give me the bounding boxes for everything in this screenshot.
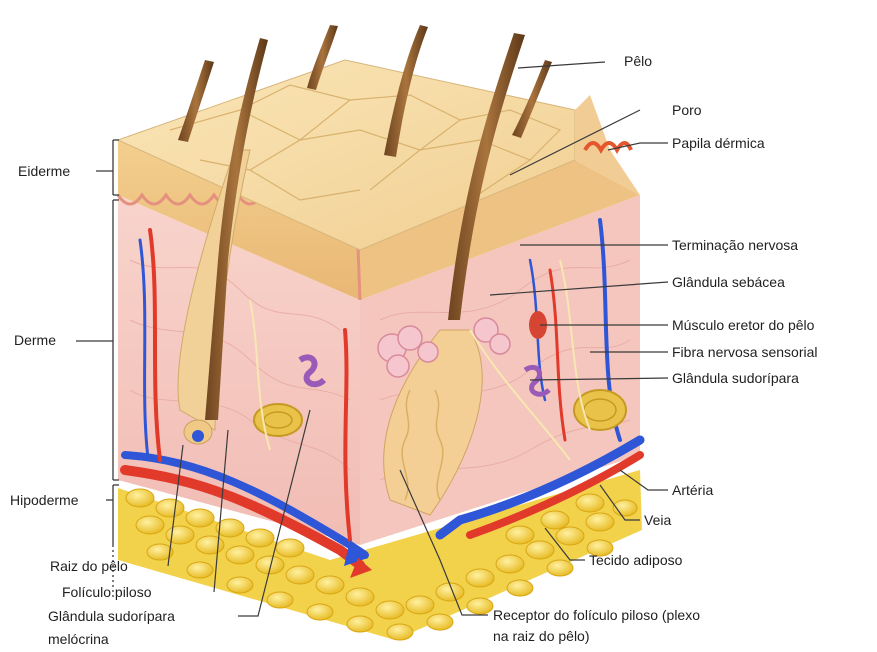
label-hair: Pêlo (624, 53, 652, 70)
label-hair-receptor-line1: Receptor do folículo piloso (plexo (493, 607, 700, 624)
label-hair-root: Raiz do pêlo (50, 558, 128, 575)
label-arrector-pili: Músculo eretor do pêlo (672, 317, 814, 334)
label-artery: Artéria (672, 482, 713, 499)
label-pore: Poro (672, 102, 702, 119)
label-sensory-nerve-fiber: Fibra nervosa sensorial (672, 344, 818, 361)
label-merocrine-line1: Glândula sudorípara (48, 608, 175, 625)
label-dermal-papilla: Papila dérmica (672, 135, 765, 152)
label-vein: Veia (644, 512, 671, 529)
label-adipose-tissue: Tecido adiposo (589, 552, 682, 569)
label-merocrine-line2: melócrina (48, 631, 109, 648)
label-dermis: Derme (14, 332, 56, 349)
label-nerve-ending: Terminação nervosa (672, 237, 798, 254)
layer-bracket (76, 140, 119, 600)
label-hypodermis: Hipoderme (10, 492, 78, 509)
label-hair-receptor-line2: na raiz do pêlo) (493, 628, 590, 645)
label-sebaceous-gland: Glândula sebácea (672, 274, 785, 291)
label-epidermis: Eiderme (18, 163, 70, 180)
label-hair-follicle: Folículo piloso (62, 584, 152, 601)
label-sweat-gland: Glândula sudorípara (672, 370, 799, 387)
